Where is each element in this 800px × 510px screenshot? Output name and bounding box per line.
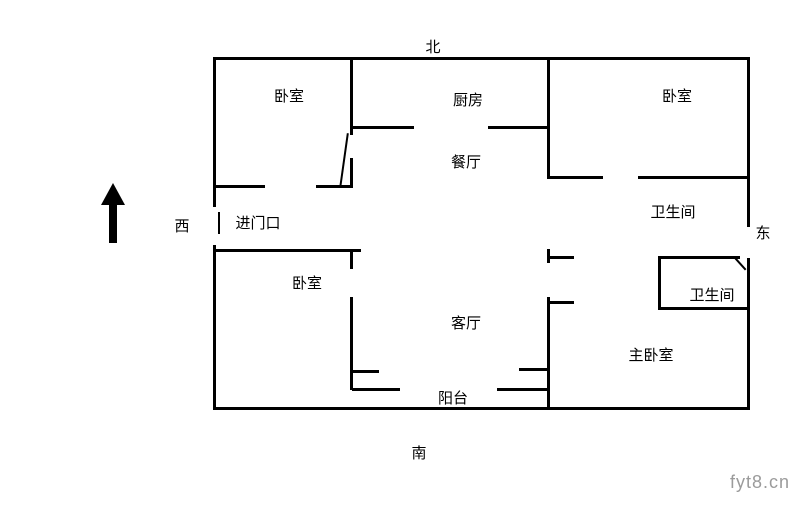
room-label-living: 客厅 bbox=[450, 315, 482, 332]
wall-outer-right-upper bbox=[747, 57, 750, 227]
wall-bathroom2-left bbox=[658, 256, 661, 310]
north-arrow-head bbox=[101, 183, 125, 205]
room-label-balcony: 阳台 bbox=[437, 390, 469, 407]
wall-bedroom3-right-lower bbox=[350, 297, 353, 390]
wall-bedroom2-bottom-left bbox=[547, 176, 603, 179]
wall-center-right-lower bbox=[547, 297, 550, 410]
wall-outer-right-lower bbox=[747, 258, 750, 410]
wall-outer-left-lower bbox=[213, 245, 216, 410]
wall-bedroom1-right-upper bbox=[350, 57, 353, 135]
wall-doorjamb-lower bbox=[550, 301, 574, 304]
wall-bedroom3-top bbox=[213, 249, 361, 252]
wall-outer-left-upper bbox=[213, 57, 216, 207]
watermark-text: fyt8.cn bbox=[729, 472, 790, 492]
wall-doorjamb-upper bbox=[550, 256, 574, 259]
wall-outer-bottom bbox=[213, 407, 750, 410]
wall-bedroom1-bottom-right bbox=[316, 185, 353, 188]
room-label-bedroom-top-left: 卧室 bbox=[273, 88, 305, 105]
room-label-dining: 餐厅 bbox=[450, 154, 482, 171]
wall-bedroom2-bottom-right bbox=[638, 176, 750, 179]
wall-balcony-right bbox=[497, 388, 550, 391]
compass-north: 北 bbox=[425, 39, 441, 56]
wall-balcony-left bbox=[352, 388, 400, 391]
wall-bedroom1-bottom-left bbox=[213, 185, 265, 188]
room-label-bedroom-top-right: 卧室 bbox=[661, 88, 693, 105]
entrance-door-mark bbox=[218, 212, 220, 234]
compass-west: 西 bbox=[174, 218, 190, 235]
compass-south: 南 bbox=[411, 445, 427, 462]
door-leaf-bedroom1 bbox=[339, 133, 349, 188]
wall-stub-living-left bbox=[353, 370, 379, 373]
wall-bedroom3-right-stub bbox=[350, 249, 353, 269]
room-label-bathroom-upper: 卫生间 bbox=[650, 204, 696, 221]
wall-outer-top bbox=[213, 57, 750, 60]
north-arrow-icon bbox=[100, 183, 126, 245]
wall-kitchen-right bbox=[547, 57, 550, 179]
wall-kitchen-bottom-right bbox=[488, 126, 550, 129]
compass-east: 东 bbox=[755, 225, 771, 242]
room-label-entrance: 进门口 bbox=[235, 215, 281, 232]
wall-stub-living-right bbox=[519, 368, 547, 371]
wall-center-right-stub bbox=[547, 249, 550, 263]
wall-bedroom1-right-lower bbox=[350, 158, 353, 188]
wall-bathroom2-bottom bbox=[658, 307, 750, 310]
north-arrow-shaft bbox=[109, 205, 117, 243]
wall-bathroom2-top bbox=[658, 256, 740, 259]
room-label-bathroom-lower: 卫生间 bbox=[689, 287, 735, 304]
wall-kitchen-bottom-left bbox=[352, 126, 414, 129]
door-leaf-bathroom2 bbox=[733, 256, 747, 271]
room-label-bedroom-lower-left: 卧室 bbox=[291, 275, 323, 292]
room-label-master-bedroom: 主卧室 bbox=[628, 347, 674, 364]
room-label-kitchen: 厨房 bbox=[452, 92, 484, 109]
